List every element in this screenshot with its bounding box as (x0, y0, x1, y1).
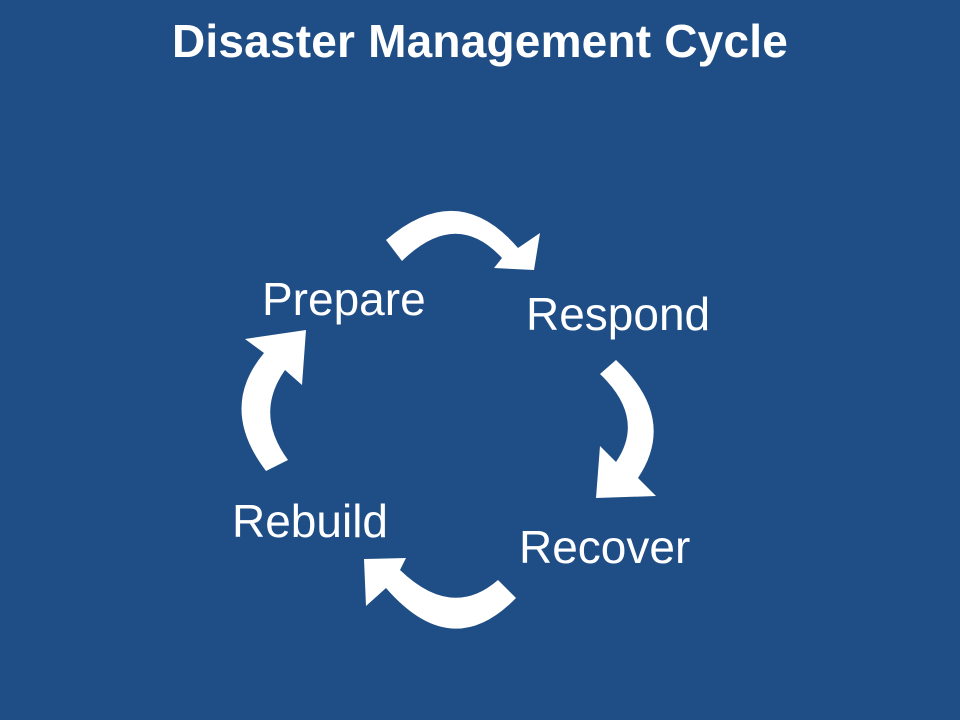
cycle-arrow-recover-to-rebuild-icon (364, 558, 516, 629)
step-label-rebuild: Rebuild (232, 495, 388, 547)
step-label-prepare: Prepare (262, 273, 426, 325)
step-label-respond: Respond (526, 288, 711, 340)
cycle-arrow-prepare-to-respond-icon (386, 210, 540, 270)
page-title: Disaster Management Cycle (171, 15, 789, 67)
cycle-arrow-respond-to-recover-icon (596, 360, 656, 498)
step-label-recover: Recover (519, 521, 691, 573)
cycle-arrow-rebuild-to-prepare-icon (241, 330, 306, 471)
